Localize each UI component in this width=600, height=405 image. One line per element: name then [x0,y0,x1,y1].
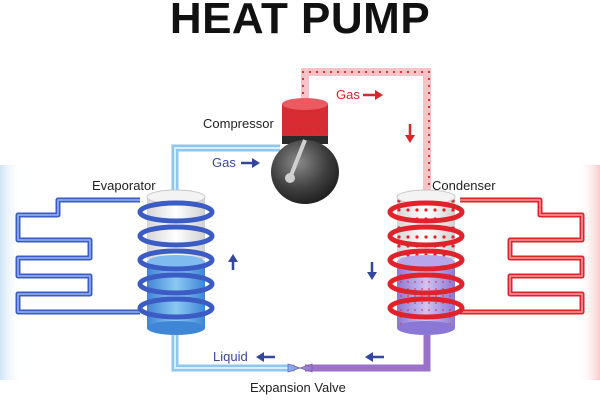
page-title: HEAT PUMP [169,0,431,43]
compressor-label: Compressor [203,116,274,131]
condenser-coil [387,200,465,320]
arrow-up-icon [228,254,238,270]
arrow-down-icon [367,262,377,280]
arrow-right-icon [363,90,383,100]
arrow-left-icon [365,352,384,362]
liquid-pipe-condenser-side [305,335,431,372]
condenser-label: Condenser [432,178,496,193]
expansion-valve-icon [287,363,313,373]
evaporator-label: Evaporator [92,178,156,193]
arrow-right-icon [241,158,260,168]
expansion-valve-label: Expansion Valve [250,380,346,395]
evaporator-radiator-coil [15,197,140,315]
arrow-down-icon [405,124,415,143]
compressor-icon [271,98,339,204]
arrow-left-icon [256,352,275,362]
condenser-radiator-coil [460,197,585,315]
gas-hot-label: Gas [336,87,360,102]
evaporator-coil [137,200,215,320]
liquid-label: Liquid [213,349,248,364]
gas-cold-label: Gas [212,155,236,170]
